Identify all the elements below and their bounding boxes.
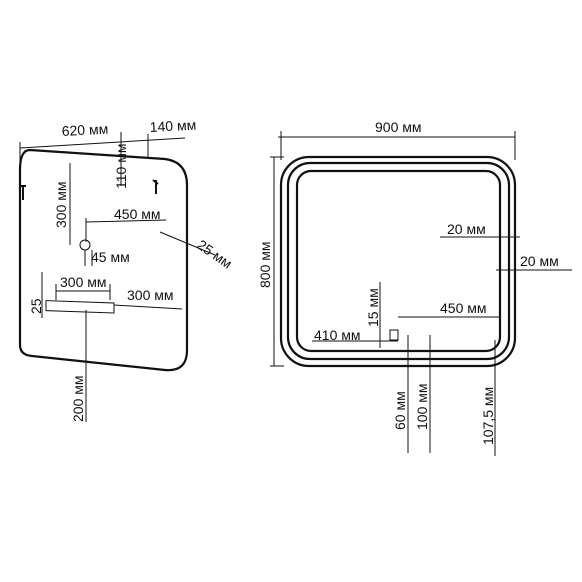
label-20-inner: 20 мм [447,221,486,237]
label-110: 110 мм [113,144,129,189]
switch-marker [389,329,399,341]
label-45: 45 мм [91,249,130,265]
shelf-rect [45,300,115,314]
dim-line-300-right [113,304,183,310]
hook-right-icon [152,179,159,194]
hook-left-icon [21,185,26,200]
mirror-middle-frame [286,161,511,361]
label-60: 60 мм [392,391,408,430]
mount-hole-icon [79,239,91,251]
label-25-left: 25 [28,298,44,314]
label-300-vertical: 300 мм [53,182,69,229]
label-620: 620 мм [61,121,108,139]
dim-line-25-diag [159,231,216,256]
label-410: 410 мм [314,327,361,343]
label-15: 15 мм [365,288,381,327]
label-140: 140 мм [149,117,196,135]
mirror-inner-glass [295,169,502,353]
mirror-outer-frame [279,155,517,368]
left-view: 620 мм 140 мм 110 мм 300 мм 450 мм 45 мм… [18,117,235,423]
label-20-outer: 20 мм [520,253,559,269]
label-300-shelf: 300 мм [60,274,107,290]
left-panel-outline [18,148,189,372]
dim-line-top [19,137,186,149]
label-100: 100 мм [414,384,430,431]
label-450: 450 мм [114,206,161,222]
dim-line-450 [85,219,167,223]
label-300-right: 300 мм [127,287,174,303]
right-view: 900 мм 800 мм 20 мм 20 мм 450 мм 15 мм 4… [257,119,572,456]
label-450-right: 450 мм [440,300,487,316]
label-800: 800 мм [257,242,273,289]
label-107-5: 107,5 мм [480,387,496,445]
label-900: 900 мм [375,119,422,135]
label-25-diag: 25 мм [194,236,235,271]
label-200: 200 мм [70,376,86,423]
